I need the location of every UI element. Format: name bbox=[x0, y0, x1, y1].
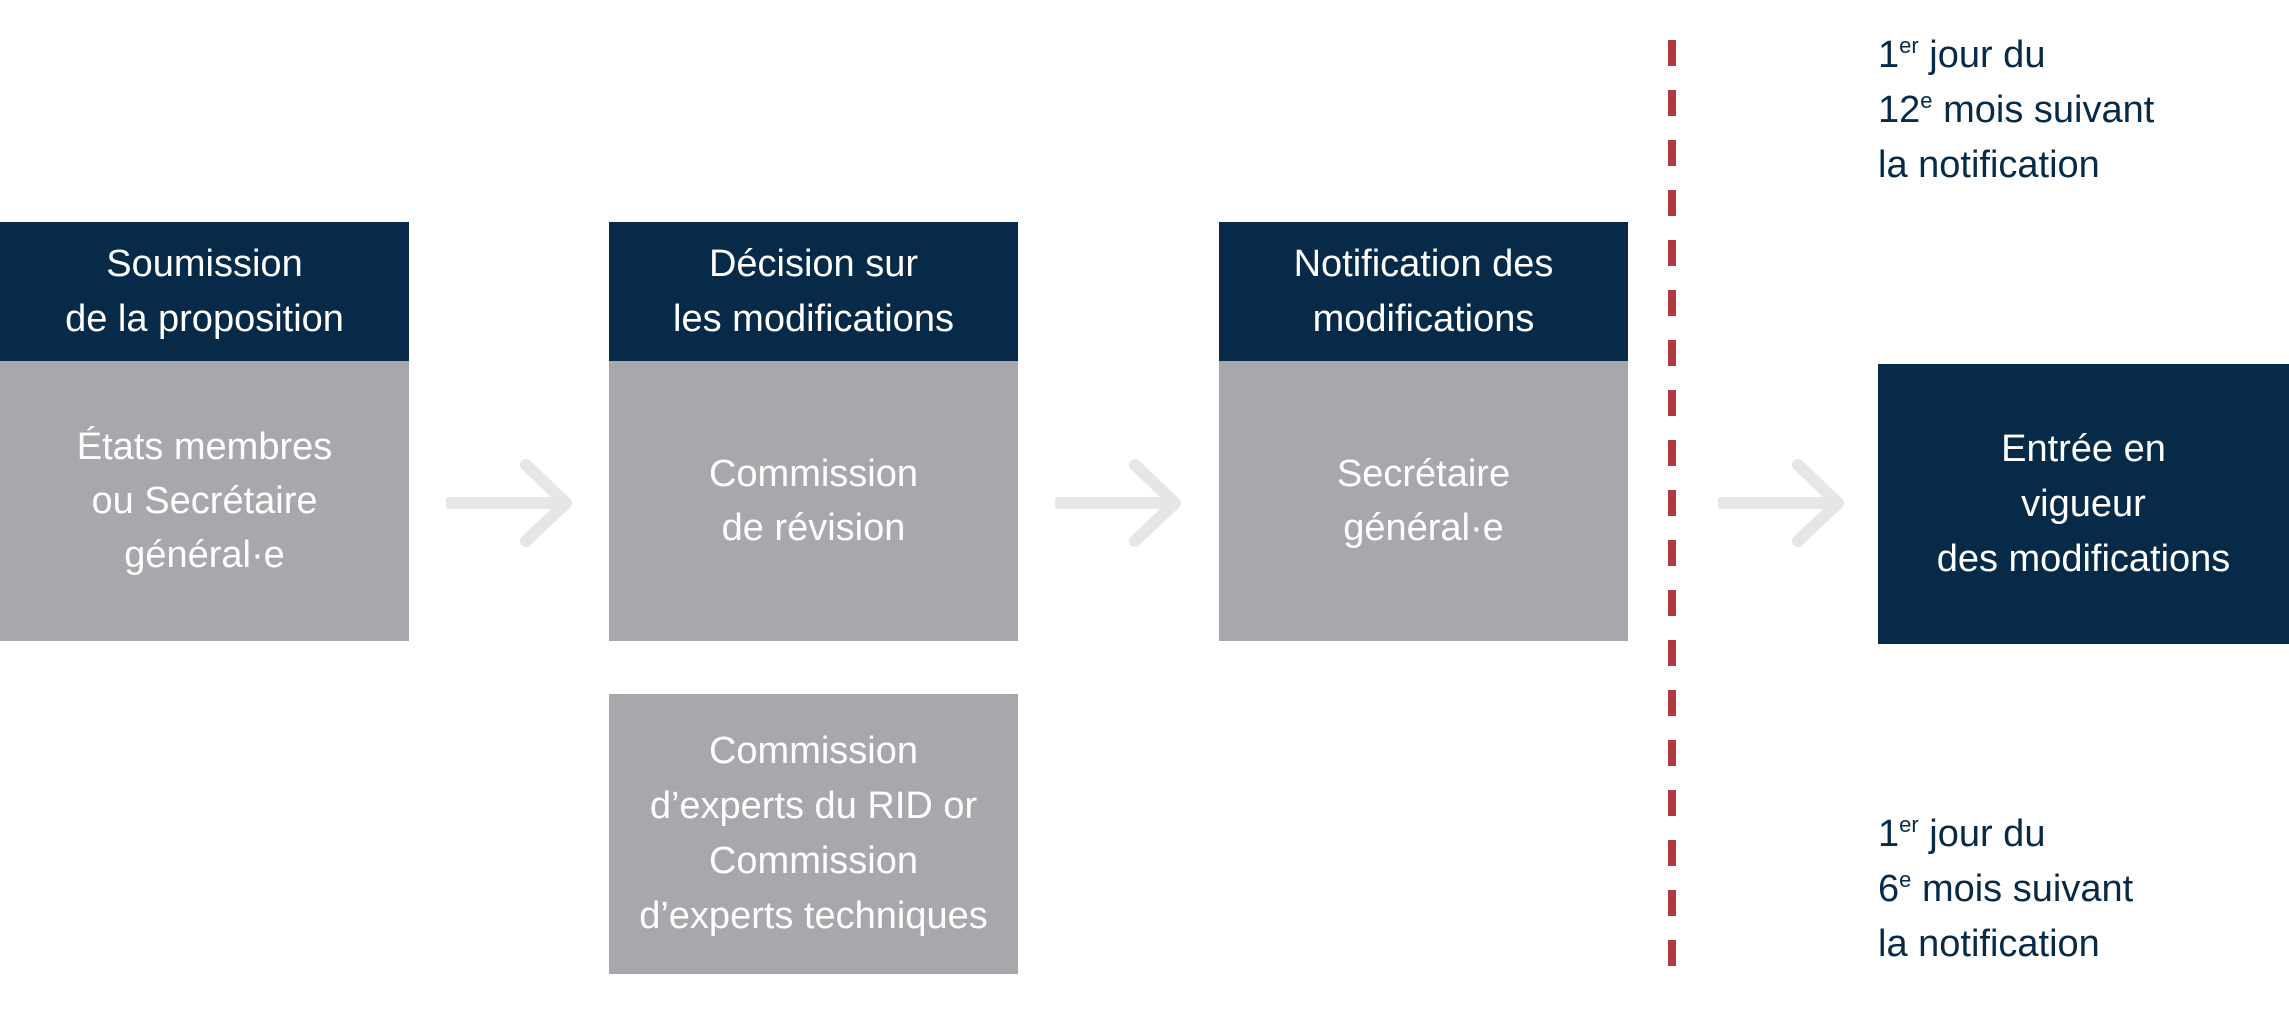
arrow-right-icon bbox=[1055, 459, 1181, 547]
dashed-divider bbox=[1668, 40, 1676, 975]
step-submission-title: Soumission de la proposition bbox=[0, 222, 409, 361]
timing-note-12-months: 1er jour du 12e mois suivant la notifica… bbox=[1878, 33, 2155, 186]
step-decision-alternate-actor: Commission d’experts du RID or Commissio… bbox=[609, 694, 1018, 974]
step-decision-title: Décision sur les modifications bbox=[609, 222, 1018, 361]
step-submission: Soumission de la proposition États membr… bbox=[0, 222, 409, 641]
arrow-right-icon bbox=[1718, 459, 1844, 547]
step-notification-title: Notification des modifications bbox=[1219, 222, 1628, 361]
step-decision: Décision sur les modifications Commissio… bbox=[609, 222, 1018, 641]
step-notification: Notification des modifications Secrétair… bbox=[1219, 222, 1628, 641]
step-submission-actor: États membres ou Secrétaire général·e bbox=[0, 361, 409, 641]
step-entry-into-force: Entrée en vigueur des modifications bbox=[1878, 364, 2289, 644]
arrow-right-icon bbox=[446, 459, 572, 547]
timing-note-6-months: 1er jour du 6e mois suivant la notificat… bbox=[1878, 812, 2134, 965]
step-decision-actor: Commission de révision bbox=[609, 361, 1018, 641]
step-notification-actor: Secrétaire général·e bbox=[1219, 361, 1628, 641]
